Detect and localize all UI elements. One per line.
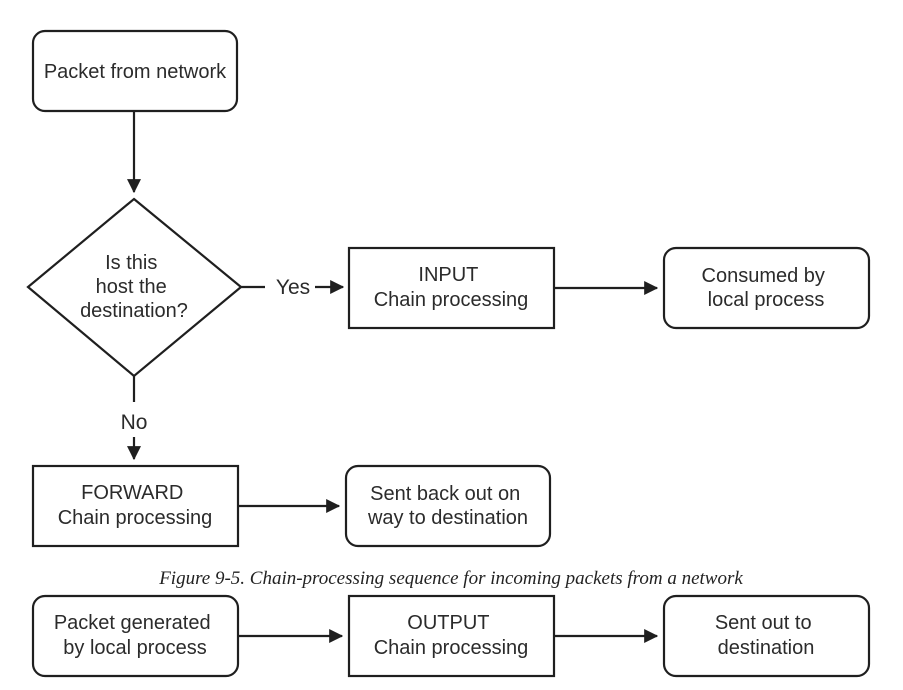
node-input-chain-label: INPUT Chain processing	[374, 264, 529, 311]
node-forward-chain-label: FORWARD Chain processing	[58, 482, 213, 529]
node-forward-chain: FORWARD Chain processing	[31, 464, 240, 548]
node-sent-out-to-destination: Sent out to destination	[662, 594, 871, 678]
node-packet-from-network-label: Packet from network	[44, 61, 227, 83]
node-sent-out-label: Sent out to destination	[715, 612, 817, 659]
node-sent-back-out-line-1: Sent back out on	[370, 483, 520, 505]
node-input-chain-line-1: INPUT	[418, 264, 478, 286]
node-packet-from-network-line-1: Packet from network	[44, 61, 227, 83]
node-consumed-box	[662, 246, 871, 330]
node-forward-chain-box	[31, 464, 240, 548]
node-sent-back-out: Sent back out on way to destination	[344, 464, 552, 548]
node-output-chain-label: OUTPUT Chain processing	[374, 612, 529, 659]
node-forward-chain-line-1: FORWARD	[81, 482, 183, 504]
figure-caption: Figure 9-5. Chain-processing sequence fo…	[158, 568, 743, 589]
node-packet-generated-line-1: Packet generated	[54, 612, 211, 634]
node-input-chain-box	[347, 246, 556, 330]
node-sent-out-box	[662, 594, 871, 678]
node-sent-back-out-box	[344, 464, 552, 548]
node-output-chain-box	[347, 594, 556, 678]
node-consumed-line-1: Consumed by	[702, 265, 825, 287]
node-output-chain: OUTPUT Chain processing	[347, 594, 556, 678]
node-forward-chain-line-2: Chain processing	[58, 507, 213, 529]
node-input-chain: INPUT Chain processing	[347, 246, 556, 330]
edge-yes-label: Yes	[276, 276, 310, 299]
node-decision: Is this host the destination?	[26, 197, 243, 378]
edge-no-label: No	[121, 411, 148, 434]
node-sent-out-line-1: Sent out to	[715, 612, 812, 634]
node-decision-line-3: destination?	[80, 300, 188, 322]
node-decision-label: Is this host the destination?	[80, 252, 188, 322]
node-output-chain-line-1: OUTPUT	[407, 612, 489, 634]
node-packet-generated-line-2: by local process	[63, 637, 206, 659]
node-input-chain-line-2: Chain processing	[374, 289, 529, 311]
node-packet-generated-label: Packet generated by local process	[54, 612, 216, 659]
node-decision-line-1: Is this	[105, 252, 157, 274]
node-consumed-line-2: local process	[708, 289, 825, 311]
node-decision-line-2: host the	[96, 276, 167, 298]
node-packet-from-network: Packet from network	[31, 29, 239, 113]
node-sent-out-line-2: destination	[718, 637, 815, 659]
node-packet-generated: Packet generated by local process	[31, 594, 240, 678]
node-packet-generated-box	[31, 594, 240, 678]
node-output-chain-line-2: Chain processing	[374, 637, 529, 659]
node-sent-back-out-line-2: way to destination	[367, 507, 528, 529]
node-sent-back-out-label: Sent back out on way to destination	[367, 483, 528, 529]
node-consumed-by-local-process: Consumed by local process	[662, 246, 871, 330]
node-consumed-label: Consumed by local process	[702, 265, 831, 311]
